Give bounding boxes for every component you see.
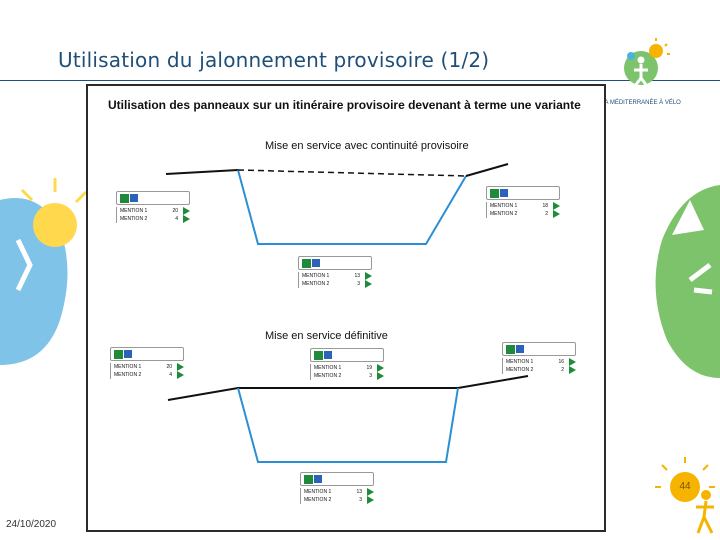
route-lines xyxy=(165,163,529,463)
bike-route-icon xyxy=(120,194,129,203)
route-variant-final xyxy=(237,387,459,463)
arrow-right-icon xyxy=(569,358,576,366)
route-number-icon xyxy=(500,189,508,197)
page-number-badge: 44 xyxy=(670,472,700,502)
route-number-icon xyxy=(124,350,132,358)
route-missing-link-dashed xyxy=(237,169,467,177)
bike-route-icon xyxy=(302,259,311,268)
arrow-right-icon xyxy=(367,496,374,504)
bike-route-icon xyxy=(304,475,313,484)
figure-title: Utilisation des panneaux sur un itinérai… xyxy=(108,98,581,112)
route-number-icon xyxy=(314,475,322,483)
arrow-right-icon xyxy=(569,366,576,374)
route-number-icon xyxy=(516,345,524,353)
section-label-provisional: Mise en service avec continuité provisoi… xyxy=(265,140,469,152)
route-number-icon xyxy=(312,259,320,267)
arrow-right-icon xyxy=(365,280,372,288)
cyclist-sun-icon xyxy=(655,457,715,534)
arrow-right-icon xyxy=(553,202,560,210)
bike-route-icon xyxy=(114,350,123,359)
route-line-main-right xyxy=(465,163,509,177)
arrow-right-icon xyxy=(365,272,372,280)
arrow-right-icon xyxy=(377,364,384,372)
logo-text: LA MÉDITERRANÉE À VÉLO xyxy=(601,99,681,106)
cyclist-logo-icon: LA MÉDITERRANÉE À VÉLO xyxy=(601,38,681,106)
arrow-right-icon xyxy=(367,488,374,496)
route-number-icon xyxy=(130,194,138,202)
left-decoration-icon xyxy=(0,178,88,365)
route-line-main-left xyxy=(165,169,239,175)
bike-route-icon xyxy=(506,345,515,354)
arrow-right-icon xyxy=(553,210,560,218)
footer-date: 24/10/2020 xyxy=(6,519,57,530)
arrow-right-icon xyxy=(183,215,190,223)
arrow-right-icon xyxy=(377,372,384,380)
arrow-right-icon xyxy=(177,363,184,371)
bike-route-icon xyxy=(490,189,499,198)
arrow-right-icon xyxy=(177,371,184,379)
title-divider xyxy=(0,80,720,81)
slide-title: Utilisation du jalonnement provisoire (1… xyxy=(58,48,490,72)
bike-route-icon xyxy=(314,351,323,360)
right-decoration-icon xyxy=(655,185,720,378)
route-number-icon xyxy=(324,351,332,359)
route-line-final-main xyxy=(167,375,529,401)
arrow-right-icon xyxy=(183,207,190,215)
signage-diagram: Utilisation des panneaux sur un itinérai… xyxy=(86,84,606,532)
route-detour-provisional xyxy=(237,169,467,245)
section-label-definitive: Mise en service définitive xyxy=(265,330,388,342)
